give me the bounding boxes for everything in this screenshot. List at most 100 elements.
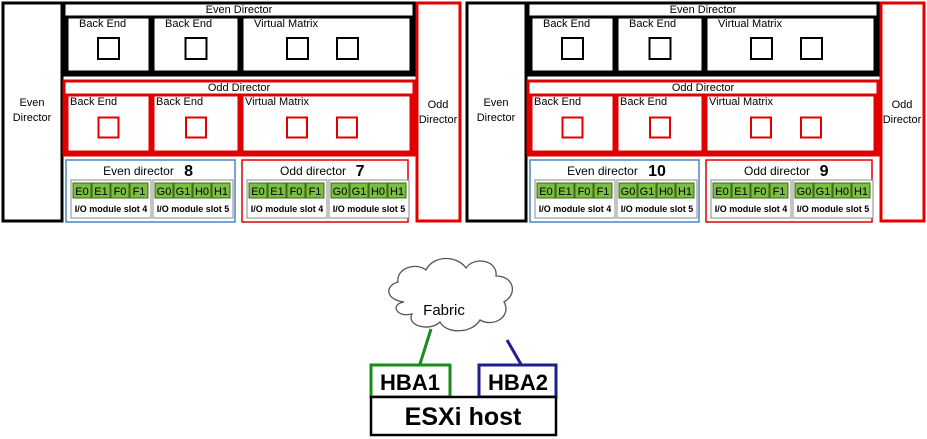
engine1-bottom-director-title: Odd Director xyxy=(208,82,271,94)
engine1-odd-port-G1-label: G1 xyxy=(352,186,367,198)
engine2-bottom-back-end-1-box xyxy=(529,93,616,154)
engine2-odd-port-F1 xyxy=(769,182,789,199)
engine1-odd-port-G0-label: G0 xyxy=(333,186,348,198)
engine2-top-back-end-2-port xyxy=(648,37,672,60)
engine2-top-back-end-1-port xyxy=(561,37,584,60)
engine1-top-back-end-1-port xyxy=(97,37,120,60)
engine1-even-port-E1-label: E1 xyxy=(94,186,107,198)
engine1-top-virtual-matrix-label: Virtual Matrix xyxy=(254,18,318,30)
engine2-odd-io-slot4-label: I/O module slot 4 xyxy=(715,204,788,214)
engine1-even-port-H0 xyxy=(192,182,212,199)
engine2-even-port-G0 xyxy=(618,182,638,199)
engine2-odd-port-E0 xyxy=(712,182,732,199)
engine2-bottom-back-end-1-port xyxy=(561,116,584,139)
engine2-left-director-frame xyxy=(465,1,528,223)
engine2-even-io-slot4-label: I/O module slot 4 xyxy=(539,204,612,214)
engine2-odd-port-H1 xyxy=(851,182,871,199)
engine2-odd-port-G1 xyxy=(813,182,833,199)
engine1-bottom-director-frame xyxy=(62,79,416,157)
engine1-even-port-E1 xyxy=(91,182,111,199)
engine2-bottom-virtual-matrix-port-1 xyxy=(750,116,772,139)
engine1-even-port-H0-label: H0 xyxy=(195,186,209,198)
engine1-bottom-back-end-2-box xyxy=(151,93,241,154)
engine1-even-port-F0 xyxy=(110,182,130,199)
engine1-top-back-end-2-port xyxy=(184,37,208,60)
engine2-even-port-F0-label: F0 xyxy=(578,186,591,198)
engine1-odd-port-G1 xyxy=(349,182,369,199)
engine1-even-port-E0-label: E0 xyxy=(75,186,88,198)
fabric-cloud xyxy=(388,257,514,332)
engine1-top-back-end-2-label: Back End xyxy=(165,18,212,30)
engine1-even-port-H1-label: H1 xyxy=(214,186,228,198)
engine1-top-virtual-matrix-port-1 xyxy=(286,37,309,60)
engine2-bottom-back-end-1-label: Back End xyxy=(534,96,581,108)
engine1-right-director-frame xyxy=(415,1,462,223)
engine2-top-director-title: Even Director xyxy=(670,4,737,16)
engine2-bottom-virtual-matrix-box xyxy=(704,93,877,154)
engine2-even-port-F1-label: F1 xyxy=(597,186,610,198)
engine2-even-port-H1-label: H1 xyxy=(678,186,692,198)
engine1-odd-port-H1-label: H1 xyxy=(390,186,404,198)
engine2-bottom-director-title: Odd Director xyxy=(672,82,735,94)
engine2-even-port-G1 xyxy=(637,182,657,199)
engine2-odd-port-E1-label: E1 xyxy=(734,186,747,198)
engine1-bottom-back-end-2-port xyxy=(185,116,207,139)
engine1-even-port-G0 xyxy=(154,182,174,199)
engine2-right-director-frame xyxy=(879,1,926,223)
engine2-even-port-H0-label: H0 xyxy=(659,186,673,198)
engine1-even-io-label: Even director xyxy=(103,164,174,178)
engine2-bottom-virtual-matrix-port-2 xyxy=(800,116,822,139)
engine2-odd-port-E0-label: E0 xyxy=(715,186,728,198)
engine1-even-port-G1 xyxy=(173,182,193,199)
engine2-even-port-G0-label: G0 xyxy=(621,186,636,198)
engine1-odd-port-F1-label: F1 xyxy=(309,186,322,198)
engine2-odd-io-number: 9 xyxy=(820,163,829,180)
engine1-left-label-2: Director xyxy=(13,112,52,124)
hba1-box xyxy=(369,363,452,399)
engine1-bottom-virtual-matrix-label: Virtual Matrix xyxy=(245,96,309,108)
engine2-even-port-F0 xyxy=(574,182,594,199)
engine1-even-port-G1-label: G1 xyxy=(176,186,191,198)
engine2-top-back-end-2-label: Back End xyxy=(629,18,676,30)
engine1-even-port-F1-label: F1 xyxy=(133,186,146,198)
engine2-bottom-virtual-matrix-label: Virtual Matrix xyxy=(709,96,773,108)
engine1-even-io-number: 8 xyxy=(184,163,193,180)
engine2-odd-io-slot5-label: I/O module slot 5 xyxy=(797,204,870,214)
engine2-bottom-back-end-2-port xyxy=(649,116,671,139)
engine2-even-port-H0 xyxy=(656,182,676,199)
engine2-top-back-end-1-label: Back End xyxy=(543,18,590,30)
engine2-top-virtual-matrix-box xyxy=(704,15,877,74)
esxi-host-box xyxy=(369,395,558,437)
engine1-even-port-E0 xyxy=(72,182,92,199)
engine1-even-io-frame xyxy=(65,159,236,223)
engine1-right-label-2: Director xyxy=(419,114,458,126)
engine2-even-port-F1 xyxy=(593,182,613,199)
engine2-bottom-director-frame xyxy=(526,79,880,157)
engine2-odd-port-G0-label: G0 xyxy=(797,186,812,198)
engine1-odd-port-H1 xyxy=(387,182,407,199)
engine2-top-back-end-1-box xyxy=(529,15,616,74)
engine2-even-port-E1 xyxy=(555,182,575,199)
engine2-even-io-frame xyxy=(529,159,700,223)
engine2-odd-port-E1 xyxy=(731,182,751,199)
engine1-odd-port-H0-label: H0 xyxy=(371,186,385,198)
engine1-bottom-back-end-1-port xyxy=(97,116,120,139)
engine1-top-back-end-2-box xyxy=(151,15,241,74)
engine2-bottom-back-end-2-box xyxy=(615,93,705,154)
engine1-top-virtual-matrix-port-2 xyxy=(336,37,359,60)
engine2-odd-port-F0-label: F0 xyxy=(754,186,767,198)
engine1-odd-port-F0-label: F0 xyxy=(290,186,303,198)
hba1-label: HBA1 xyxy=(380,370,440,395)
engine1-even-port-H1 xyxy=(211,182,231,199)
engine2-top-virtual-matrix-port-2 xyxy=(800,37,823,60)
engine2-even-io-label: Even director xyxy=(567,164,638,178)
engine1-bottom-virtual-matrix-port-1 xyxy=(286,116,308,139)
engine2-even-io-number: 10 xyxy=(648,163,666,180)
engine2-even-port-E0-label: E0 xyxy=(539,186,552,198)
engine1-odd-io-label: Odd director xyxy=(280,164,346,178)
engine2-left-label-1: Even xyxy=(483,97,508,109)
engine1-odd-port-E0-label: E0 xyxy=(251,186,264,198)
engine1-even-io-slot4-label: I/O module slot 4 xyxy=(75,204,148,214)
